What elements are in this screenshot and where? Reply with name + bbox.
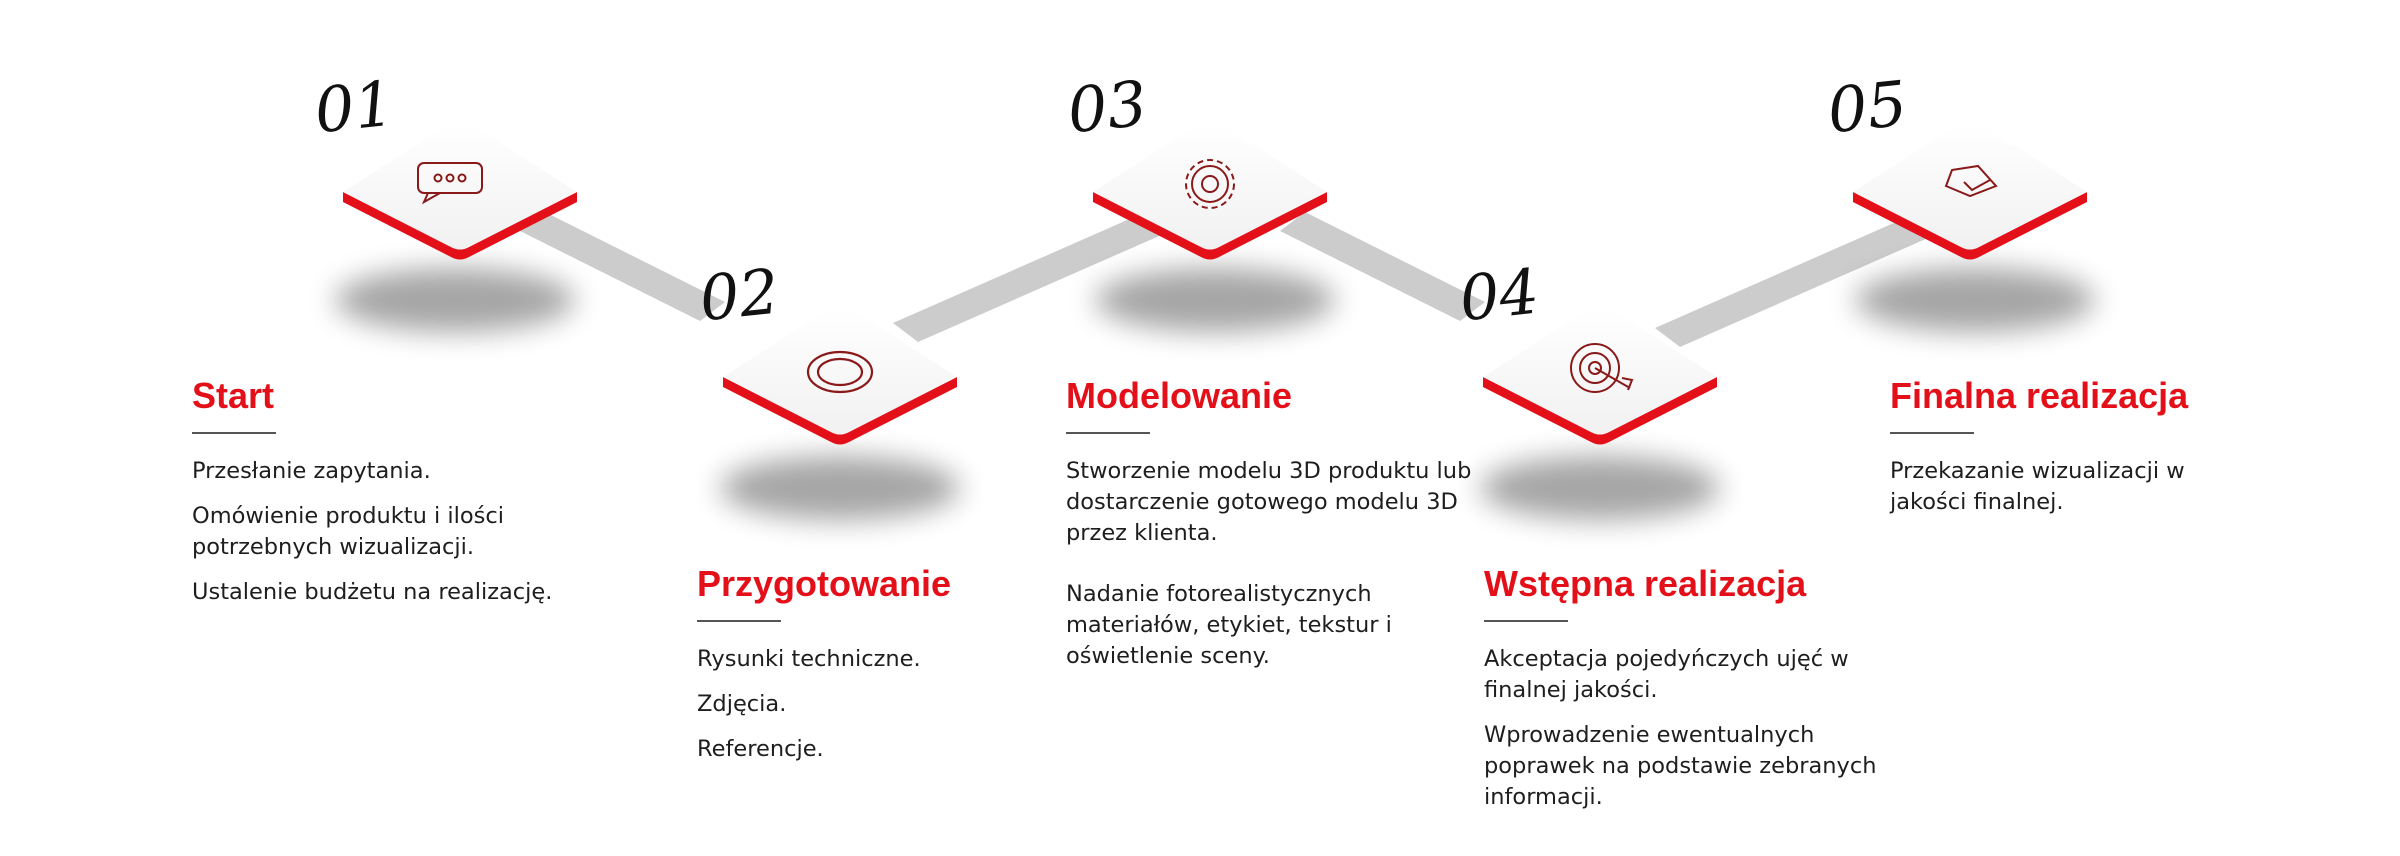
step-tile-2: 02: [696, 255, 960, 520]
step-line: Referencje.: [697, 736, 824, 762]
step-title-1: Start: [192, 375, 275, 416]
step-line: Rysunki techniczne.: [697, 646, 921, 672]
step-divider: [697, 620, 781, 622]
step-number-5: 05: [1824, 67, 1910, 148]
tile-side: [1853, 192, 2087, 260]
checkmark-card-icon: [1944, 164, 1998, 198]
tile-top: [343, 124, 577, 250]
step-tile-1: 01: [311, 67, 577, 332]
step-divider: [1066, 432, 1150, 434]
tile-shadow: [1855, 268, 2095, 332]
step-title-4: Wstępna realizacja: [1484, 563, 1807, 604]
step-1: Start Przesłanie zapytania. Omówienie pr…: [192, 374, 572, 622]
step-5: Finalna realizacja Przekazanie wizualiza…: [1890, 374, 2290, 532]
tile-side: [723, 377, 957, 445]
tile-top: [723, 309, 957, 435]
step-line: Omówienie produktu i ilości potrzebnych …: [192, 503, 505, 560]
step-tile-3: 03: [1064, 67, 1335, 332]
step-divider: [192, 432, 276, 434]
connector-1-2: [520, 212, 725, 321]
step-tile-5: 05: [1824, 67, 2095, 332]
step-2: Przygotowanie Rysunki techniczne. Zdjęci…: [697, 562, 1077, 779]
tile-shadow: [335, 268, 575, 332]
connector-4-5: [1655, 215, 1937, 347]
step-line: Nadanie fotorealistycznych materiałów, e…: [1066, 581, 1392, 669]
tile-side: [1483, 377, 1717, 445]
step-divider: [1890, 432, 1974, 434]
step-line: Wprowadzenie ewentualnych poprawek na po…: [1484, 722, 1877, 810]
step-title-2: Przygotowanie: [697, 563, 952, 604]
step-line: Akceptacja pojedyńczych ujęć w finalnej …: [1484, 646, 1849, 703]
step-4: Wstępna realizacja Akceptacja pojedyńczy…: [1484, 562, 1924, 827]
tile-top: [1093, 124, 1327, 250]
step-line: Stworzenie modelu 3D produktu lub dostar…: [1066, 458, 1472, 546]
target-arrow-icon: [1570, 343, 1634, 393]
step-title-3: Modelowanie: [1066, 375, 1293, 416]
tile-shadow: [1480, 456, 1720, 520]
tile-side: [343, 192, 577, 260]
tile-shadow: [1095, 268, 1335, 332]
connector-3-4: [1280, 212, 1485, 321]
step-3: Modelowanie Stworzenie modelu 3D produkt…: [1066, 374, 1476, 686]
step-line: Przesłanie zapytania.: [192, 458, 431, 484]
step-number-4: 04: [1456, 255, 1542, 336]
step-number-2: 02: [696, 255, 782, 336]
double-ring-icon: [806, 350, 874, 394]
step-line: Zdjęcia.: [697, 691, 787, 717]
tile-shadow: [720, 456, 960, 520]
step-line: Ustalenie budżetu na realizację.: [192, 579, 553, 605]
gear-icon: [1185, 159, 1235, 209]
chat-bubble-icon: [417, 162, 483, 205]
connectors: [520, 210, 1937, 347]
step-line: Przekazanie wizualizacji w jakości final…: [1890, 458, 2185, 515]
step-divider: [1484, 620, 1568, 622]
step-number-1: 01: [311, 67, 397, 148]
tile-side: [1093, 192, 1327, 260]
step-title-5: Finalna realizacja: [1890, 375, 2189, 416]
step-number-3: 03: [1064, 67, 1150, 148]
step-tile-4: 04: [1456, 255, 1720, 520]
connector-2-3: [893, 210, 1175, 342]
